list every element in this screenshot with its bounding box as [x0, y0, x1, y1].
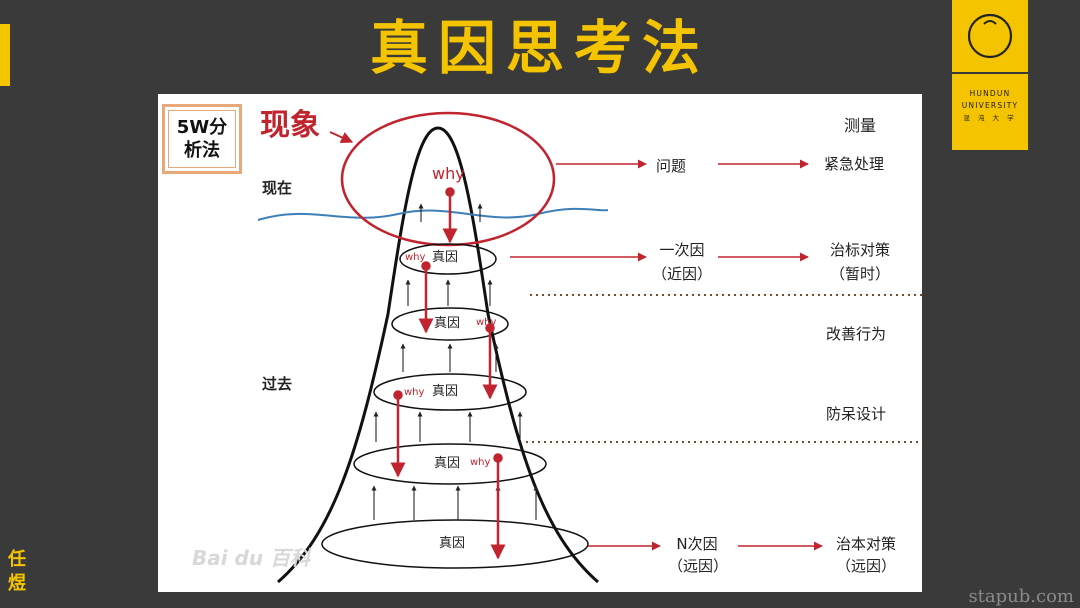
right-arrows — [510, 159, 823, 551]
author-name: 任煜 — [8, 549, 26, 594]
cause-ellipse-5 — [321, 519, 589, 569]
cause-ellipse-1 — [399, 243, 497, 275]
cause-label-3: 真因 — [432, 384, 459, 399]
why-drill-arrows — [390, 187, 506, 560]
cause-ellipse-3 — [373, 373, 527, 411]
logo-text-hundun: HUNDUN — [969, 89, 1011, 98]
water-line — [257, 207, 609, 221]
logo-text-university: UNIVERSITY — [961, 101, 1019, 110]
radical-sub: （远因） — [835, 557, 896, 575]
foolproof-label: 防呆设计 — [826, 405, 887, 423]
why-label-2: why — [476, 317, 497, 328]
symptomatic-sub: （暂时） — [829, 265, 890, 283]
radical-label: 治本对策 — [835, 535, 896, 553]
logo-text-chinese: 混 沌 大 学 — [963, 114, 1017, 122]
phenomenon-label: 现象 — [260, 108, 320, 143]
symptomatic-label: 治标对策 — [829, 241, 890, 259]
cause-label-1: 真因 — [432, 250, 459, 265]
cause-label-4: 真因 — [434, 456, 461, 471]
primary-cause-label: 一次因 — [659, 241, 705, 259]
iceberg-diagram — [257, 111, 922, 584]
cause-label-5: 真因 — [439, 536, 466, 551]
hundun-logo: HUNDUN UNIVERSITY 混 沌 大 学 — [952, 0, 1028, 150]
now-label: 现在 — [262, 179, 293, 197]
why-label-1: why — [405, 252, 426, 263]
measure-header: 测量 — [844, 116, 877, 135]
slide-title: 真因思考法 — [369, 14, 710, 82]
past-label: 过去 — [262, 375, 293, 393]
left-accent-bar — [0, 24, 10, 86]
cause-ellipse-4 — [353, 443, 547, 485]
phenomenon-ellipse — [340, 111, 556, 247]
why-label-4: why — [470, 457, 491, 468]
cause-ellipse-2 — [391, 307, 509, 341]
site-watermark: stapub.com — [968, 586, 1074, 607]
image-watermark: Bai du 百科 — [192, 546, 311, 570]
nth-cause-sub: （远因） — [667, 557, 728, 575]
logo-divider — [952, 72, 1028, 74]
top-why-label: why — [432, 164, 465, 183]
primary-cause-sub: （近因） — [651, 265, 712, 283]
method-box-line1: 5W分 — [176, 117, 228, 138]
why-label-3: why — [404, 387, 425, 398]
logo-circle-icon — [967, 13, 1013, 59]
method-box-line2: 析法 — [184, 140, 220, 161]
nth-cause-label: N次因 — [676, 535, 718, 553]
cause-label-2: 真因 — [434, 316, 461, 331]
mountain-outline — [277, 126, 599, 584]
phenomenon-pointer — [329, 131, 354, 143]
emergency-label: 紧急处理 — [824, 155, 885, 173]
method-box: 5W分 析法 — [162, 104, 242, 174]
diagram-panel: 5W分 析法 现象 现在 过去 测量 why why 真因 真因 why why… — [158, 94, 922, 592]
problem-label: 问题 — [656, 157, 687, 175]
improve-label: 改善行为 — [826, 325, 887, 343]
